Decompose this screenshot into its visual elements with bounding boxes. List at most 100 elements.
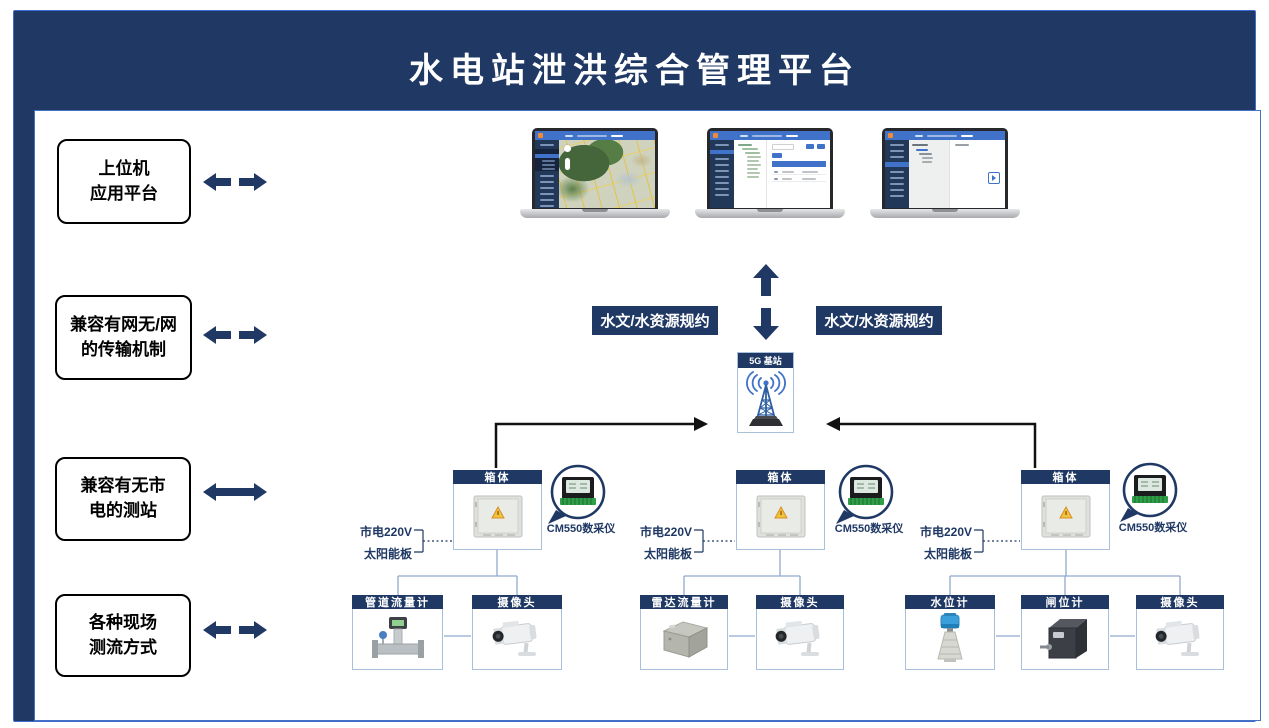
power-source-solar: 太阳能板 <box>923 547 972 561</box>
water-level-meter-icon <box>937 613 963 662</box>
device-label: 摄像头 <box>472 595 562 609</box>
map-pan-control <box>565 158 570 170</box>
feature-line: 电的测站 <box>89 501 157 520</box>
map-zoom-control <box>564 145 571 152</box>
logger-label: CM550数采仪 <box>546 523 616 535</box>
feature-line: 兼容有网无/网 <box>70 314 177 334</box>
feature-line: 应用平台 <box>90 183 158 203</box>
tree-panel <box>734 140 767 208</box>
cabinet-label: 箱体 <box>1021 470 1110 484</box>
feature-line: 上位机 <box>98 158 150 178</box>
app-sidebar <box>710 140 734 208</box>
laptop-screen <box>532 128 658 209</box>
cabinet-label: 箱体 <box>453 470 542 484</box>
app-logo-icon <box>888 133 893 138</box>
cabinet-label: 箱体 <box>736 470 825 484</box>
feature-line: 的传输机制 <box>81 339 166 359</box>
laptop-config-tree <box>870 128 1020 218</box>
app-topbar <box>885 131 1005 140</box>
config-view <box>909 140 1005 208</box>
camera-icon <box>492 620 537 656</box>
station1-cabinet-card: 箱体 <box>453 470 542 550</box>
device-card-pipe-flowmeter: 管道流量计 <box>352 595 443 670</box>
laptop-screen <box>707 128 833 209</box>
bidirectional-arrow-icon <box>203 483 267 501</box>
base-station-card: 5G 基站 <box>737 352 794 433</box>
logger-label: CM550数采仪 <box>834 523 904 535</box>
protocol-label-right: 水文/水资源规约 <box>816 306 942 335</box>
app-sidebar <box>885 140 909 208</box>
bidirectional-arrow-icon <box>203 326 267 344</box>
laptop-base <box>520 209 670 218</box>
cabinet-icon <box>1041 495 1090 537</box>
feature-line: 各种现场 <box>89 612 157 632</box>
cabinet-icon <box>756 495 805 537</box>
tree-panel <box>909 140 950 208</box>
add-button <box>772 153 782 158</box>
power-source-mains: 市电220V <box>639 525 692 539</box>
power-source-solar: 太阳能板 <box>363 547 412 561</box>
feature-line: 兼容有无市 <box>80 476 166 496</box>
app-sidebar <box>535 140 559 208</box>
app-topbar <box>710 131 830 140</box>
expand-button <box>988 172 1000 184</box>
device-label: 管道流量计 <box>352 595 443 609</box>
search-input <box>772 144 794 150</box>
app-logo-icon <box>713 133 718 138</box>
device-label: 水位计 <box>905 595 995 609</box>
bidirectional-arrow-icon <box>203 621 267 639</box>
feature-box-transmission: 兼容有网无/网 的传输机制 <box>55 295 192 380</box>
sidebar-active-group <box>535 149 559 171</box>
power-source-mains: 市电220V <box>919 525 972 539</box>
device-card-radar-flowmeter: 雷达流量计 <box>640 595 728 670</box>
protocol-label-left: 水文/水资源规约 <box>592 306 718 335</box>
power-source-mains: 市电220V <box>359 525 412 539</box>
station3-cabinet-card: 箱体 <box>1021 470 1110 550</box>
cm550-logger-icon <box>548 464 606 524</box>
laptop-screen <box>882 128 1008 209</box>
radar-flowmeter-icon <box>662 621 709 658</box>
table-header <box>772 161 826 167</box>
panel-title <box>955 144 969 146</box>
camera-icon <box>1155 620 1200 656</box>
laptop-base <box>870 209 1020 218</box>
5g-tower-icon <box>745 371 786 426</box>
table-row <box>772 176 826 182</box>
laptop-map-dashboard <box>520 128 670 218</box>
bidirectional-arrow-icon <box>203 173 267 191</box>
reset-button <box>817 144 825 149</box>
laptop-device-table <box>695 128 845 218</box>
table-row <box>772 169 826 175</box>
device-label: 摄像头 <box>1136 595 1224 609</box>
map-view <box>559 140 655 208</box>
device-card-camera: 摄像头 <box>1136 595 1224 670</box>
camera-icon <box>775 620 820 656</box>
cabinet-icon <box>473 495 522 537</box>
feature-box-power: 兼容有无市 电的测站 <box>55 457 191 541</box>
device-label: 摄像头 <box>756 595 844 609</box>
base-station-label: 5G 基站 <box>738 353 793 368</box>
power-source-solar: 太阳能板 <box>643 547 692 561</box>
device-label: 闸位计 <box>1021 595 1109 609</box>
device-card-camera: 摄像头 <box>472 595 562 670</box>
device-card-gate-position: 闸位计 <box>1021 595 1109 670</box>
cm550-logger-icon <box>836 464 894 524</box>
device-card-water-level: 水位计 <box>905 595 995 670</box>
page-title: 水电站泄洪综合管理平台 <box>409 52 860 90</box>
device-card-camera: 摄像头 <box>756 595 844 670</box>
logger-label: CM550数采仪 <box>1118 522 1188 534</box>
pipe-flowmeter-icon <box>371 617 424 658</box>
feature-box-host-platform: 上位机 应用平台 <box>57 139 191 224</box>
search-button <box>806 144 814 149</box>
feature-box-measurement: 各种现场 测流方式 <box>55 594 191 677</box>
feature-line: 测流方式 <box>89 637 157 657</box>
device-label: 雷达流量计 <box>640 595 728 609</box>
app-topbar <box>535 131 655 140</box>
gate-position-meter-icon <box>1040 619 1087 659</box>
app-logo-icon <box>538 133 543 138</box>
table-view <box>734 140 830 208</box>
cm550-logger-icon <box>1120 462 1178 522</box>
laptop-base <box>695 209 845 218</box>
vertical-bidirectional-arrow-icon <box>753 264 779 340</box>
station2-cabinet-card: 箱体 <box>736 470 825 550</box>
